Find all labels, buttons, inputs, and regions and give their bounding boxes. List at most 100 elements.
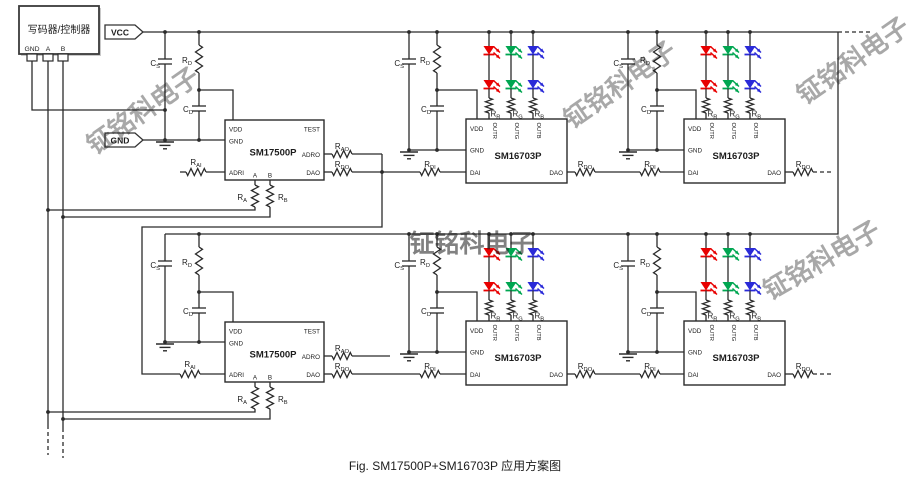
- chip-name-sm16703p: SM16703P: [712, 151, 760, 162]
- led: [722, 282, 734, 292]
- junction-dot: [163, 138, 167, 142]
- pin-label-outg: OUTG: [730, 123, 736, 140]
- label-led-resistor: RB: [752, 312, 762, 323]
- watermark-text: 钲铭科电子: [558, 35, 682, 134]
- led-emission-arrow: [536, 281, 545, 290]
- pin-label-dai: DAI: [688, 170, 699, 177]
- label-ra: RA: [237, 193, 247, 204]
- label-rdi: RDI: [644, 160, 656, 171]
- pin-label-adro: ADRO: [302, 354, 320, 361]
- led-emission-arrow: [492, 247, 501, 256]
- controller-box: [18, 5, 100, 55]
- led-emission-arrow: [753, 45, 762, 54]
- ground-symbol: [400, 353, 418, 362]
- label-rdo: RDO: [335, 160, 350, 171]
- junction-dot: [407, 350, 411, 354]
- ground-symbol: [156, 343, 174, 352]
- led: [744, 80, 756, 90]
- ground-symbol: [619, 151, 637, 160]
- gnd-flag-label: GND: [111, 136, 130, 146]
- pin-label-outb: OUTB: [535, 123, 541, 139]
- led-emission-arrow: [536, 287, 545, 296]
- led-emission-arrow: [514, 247, 523, 256]
- label-cd: CD: [641, 307, 651, 318]
- chip-sm16703p-body: [465, 118, 568, 184]
- junction-dot: [197, 340, 201, 344]
- label-cs: CS: [394, 261, 404, 272]
- pin-label-test: TEST: [304, 329, 320, 336]
- led-emission-arrow: [492, 287, 501, 296]
- watermark-text: 钲铭科电子: [409, 229, 534, 258]
- label-led-resistor: RR: [491, 110, 501, 121]
- led: [744, 248, 756, 258]
- resistor-rdo: [574, 368, 596, 380]
- led-emission-arrow: [709, 287, 718, 296]
- led-emission-arrow: [753, 51, 762, 60]
- label-led-resistor: RG: [730, 110, 741, 121]
- led: [744, 46, 756, 56]
- resistor-led: [744, 299, 756, 316]
- pin-label-outg: OUTG: [730, 325, 736, 342]
- controller-gnd-wire: [31, 61, 165, 111]
- label-rd: RD: [420, 258, 430, 269]
- chip-sm17500p-body: [224, 119, 325, 181]
- watermark-text: 钲铭科电子: [791, 11, 908, 110]
- resistor-rdo: [331, 368, 353, 380]
- label-rd: RD: [182, 258, 192, 269]
- led-emission-arrow: [514, 85, 523, 94]
- led-emission-arrow: [731, 79, 740, 88]
- led-emission-arrow: [753, 247, 762, 256]
- chip-name-sm16703p: SM16703P: [712, 353, 760, 364]
- label-cd: CD: [421, 307, 431, 318]
- led-emission-arrow: [514, 79, 523, 88]
- led: [700, 282, 712, 292]
- led-emission-arrow: [536, 85, 545, 94]
- pin-label-outg: OUTG: [513, 123, 519, 140]
- label-rdo: RDO: [578, 160, 593, 171]
- resistor-led: [483, 97, 495, 114]
- led: [700, 248, 712, 258]
- led-emission-arrow: [492, 51, 501, 60]
- label-rdo: RDO: [335, 362, 350, 373]
- led-emission-arrow: [514, 281, 523, 290]
- led-emission-arrow: [514, 253, 523, 262]
- led-emission-arrow: [709, 79, 718, 88]
- led-emission-arrow: [536, 45, 545, 54]
- chip-sm16703p-body: [683, 320, 786, 386]
- led-emission-arrow: [492, 253, 501, 262]
- pin-label-a: A: [253, 173, 258, 180]
- junction-dot: [163, 340, 167, 344]
- chip-sm16703p-body: [683, 118, 786, 184]
- label-rb: RB: [278, 193, 288, 204]
- pin-label-vdd: VDD: [688, 126, 702, 133]
- label-led-resistor: RB: [535, 312, 545, 323]
- led-emission-arrow: [536, 79, 545, 88]
- led: [722, 80, 734, 90]
- led-emission-arrow: [753, 79, 762, 88]
- led-emission-arrow: [731, 281, 740, 290]
- led: [744, 282, 756, 292]
- resistor-rdi: [419, 166, 441, 178]
- led-emission-arrow: [731, 247, 740, 256]
- vcc-flag-shape: [104, 24, 144, 40]
- pin-label-dao: DAO: [549, 170, 563, 177]
- pin-label-b: B: [268, 375, 272, 382]
- pin-label-gnd: GND: [229, 139, 243, 146]
- pin-label-outr: OUTR: [708, 123, 714, 139]
- led-emission-arrow: [709, 45, 718, 54]
- chip-name-sm16703p: SM16703P: [494, 353, 542, 364]
- resistor-rdo: [792, 368, 814, 380]
- pin-label-adri: ADRI: [229, 170, 244, 177]
- vdd-feed-wire: [437, 89, 478, 119]
- pin-label-dao: DAO: [767, 372, 781, 379]
- junction-dot: [197, 138, 201, 142]
- pin-label-outb: OUTB: [752, 123, 758, 139]
- vcc-flag-label: VCC: [111, 28, 129, 38]
- label-rd: RD: [640, 56, 650, 67]
- pin-label-outr: OUTR: [491, 123, 497, 139]
- rb-to-bus-b: [63, 207, 271, 218]
- pin-label-dao: DAO: [767, 170, 781, 177]
- resistor-rd: [432, 44, 442, 74]
- resistor-rdi: [639, 166, 661, 178]
